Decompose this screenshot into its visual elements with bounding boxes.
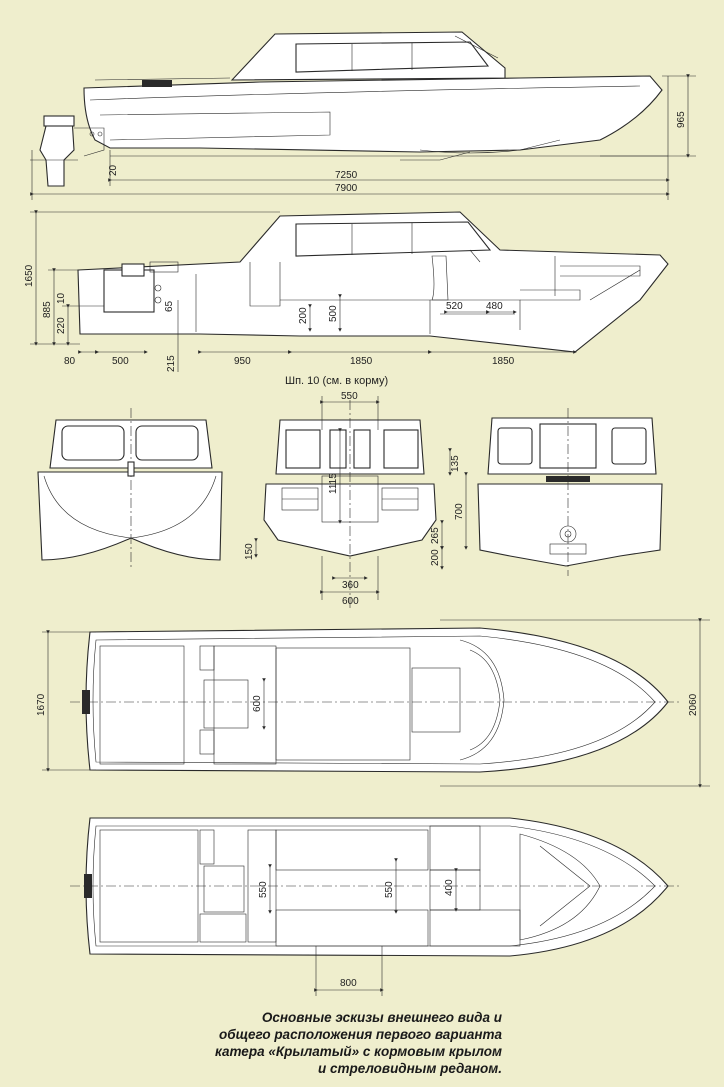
plan-top: 1670 2060 600 [36,618,710,788]
profile-dim-1850a: 1850 [350,356,373,367]
plan-top-dim-600: 600 [252,695,263,712]
profile-dim-10: 10 [56,292,67,304]
profile-dim-1850b: 1850 [492,356,515,367]
caption-line-2: общего расположения первого варианта [219,1027,502,1042]
profile-dim-80: 80 [64,356,76,367]
rear-view [477,408,663,576]
caption-line-4: и стреловидным реданом. [318,1061,502,1076]
cs-dim-150: 150 [244,543,255,560]
profile-dim-480: 480 [486,301,503,312]
side-hull [83,75,663,153]
profile-dim-950: 950 [234,356,251,367]
cs-dim-700: 700 [454,503,465,520]
profile-dim-220: 220 [56,317,67,334]
plan-top-dim-beam: 1670 [36,693,47,716]
cs-dim-1115: 1115 [328,473,339,494]
cross-section-view: Шп. 10 (см. в корму) 550 135 1115 700 26… [244,375,468,610]
cross-section-label: Шп. 10 (см. в корму) [285,375,388,387]
profile-dim-200: 200 [298,307,309,324]
plan-bottom-dim-550a: 550 [258,881,269,898]
cs-dim-265: 265 [430,527,441,544]
cs-dim-360: 360 [342,580,359,591]
profile-hull [77,211,669,353]
side-dim-step: 20 [108,164,119,176]
side-dim-total-length: 7900 [335,183,358,194]
profile-dim-height: 1650 [24,264,35,287]
caption-line-3: катера «Крылатый» с кормовым крылом [214,1044,502,1059]
side-vent [142,80,172,87]
plan-top-hull [85,627,669,773]
profile-dim-885: 885 [42,301,53,318]
profile-dim-500v: 500 [328,305,339,322]
side-view: 7250 7900 965 20 [30,31,696,200]
side-dim-hull-length: 7250 [335,170,358,181]
front-view [37,408,223,570]
outboard-motor-icon [39,117,75,187]
profile-dim-215: 215 [166,355,177,372]
profile-dim-500h: 500 [112,356,129,367]
figure-caption: Основные эскизы внешнего вида и общего р… [142,1009,502,1077]
side-dim-height: 965 [676,111,687,128]
profile-dim-520: 520 [446,301,463,312]
cs-dim-135: 135 [450,455,461,472]
profile-dim-65: 65 [164,300,175,312]
plan-top-dim-width: 2060 [688,693,699,716]
plan-bottom-dim-800: 800 [340,978,357,989]
plan-bottom-dim-550b: 550 [384,881,395,898]
plan-bottom: 550 550 400 800 [70,817,680,996]
cs-dim-600: 600 [342,596,359,607]
cs-dim-550: 550 [341,391,358,402]
cs-dim-200: 200 [430,549,441,566]
caption-line-1: Основные эскизы внешнего вида и [261,1010,502,1025]
plan-bottom-hull [85,817,669,957]
profile-section: 1650 885 220 10 65 200 500 520 480 80 50… [24,210,669,372]
plan-bottom-dim-400: 400 [444,879,455,896]
